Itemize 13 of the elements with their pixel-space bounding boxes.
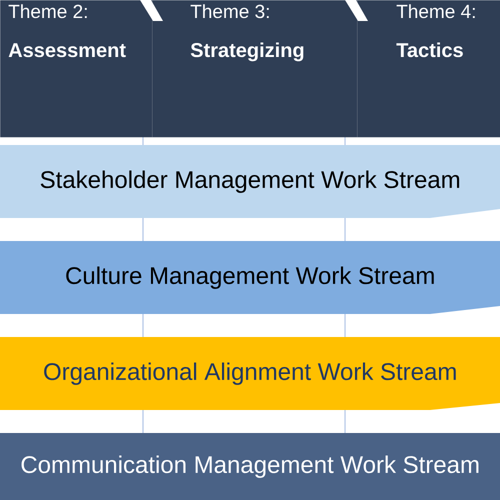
work-stream-band: Culture Management Work Stream <box>0 241 500 314</box>
header-segment: Theme 3: Strategizing <box>152 0 358 138</box>
work-stream-band: Communication Management Work Stream <box>0 433 500 500</box>
work-stream-band: Stakeholder Management Work Stream <box>0 145 500 218</box>
work-stream-band: Organizational Alignment Work Stream <box>0 337 500 410</box>
header-segment: Theme 4: Tactics <box>357 0 500 138</box>
node-label: Strategizing <box>190 42 304 62</box>
node-label: Tactics <box>396 42 463 58</box>
node-label: Assessment <box>8 43 126 58</box>
node-label: Theme 2: <box>8 4 87 18</box>
node-label: Theme 3: <box>190 4 269 18</box>
header-segment: Theme 2: Assessment <box>0 0 152 138</box>
node-label: Theme 4: <box>396 4 475 18</box>
